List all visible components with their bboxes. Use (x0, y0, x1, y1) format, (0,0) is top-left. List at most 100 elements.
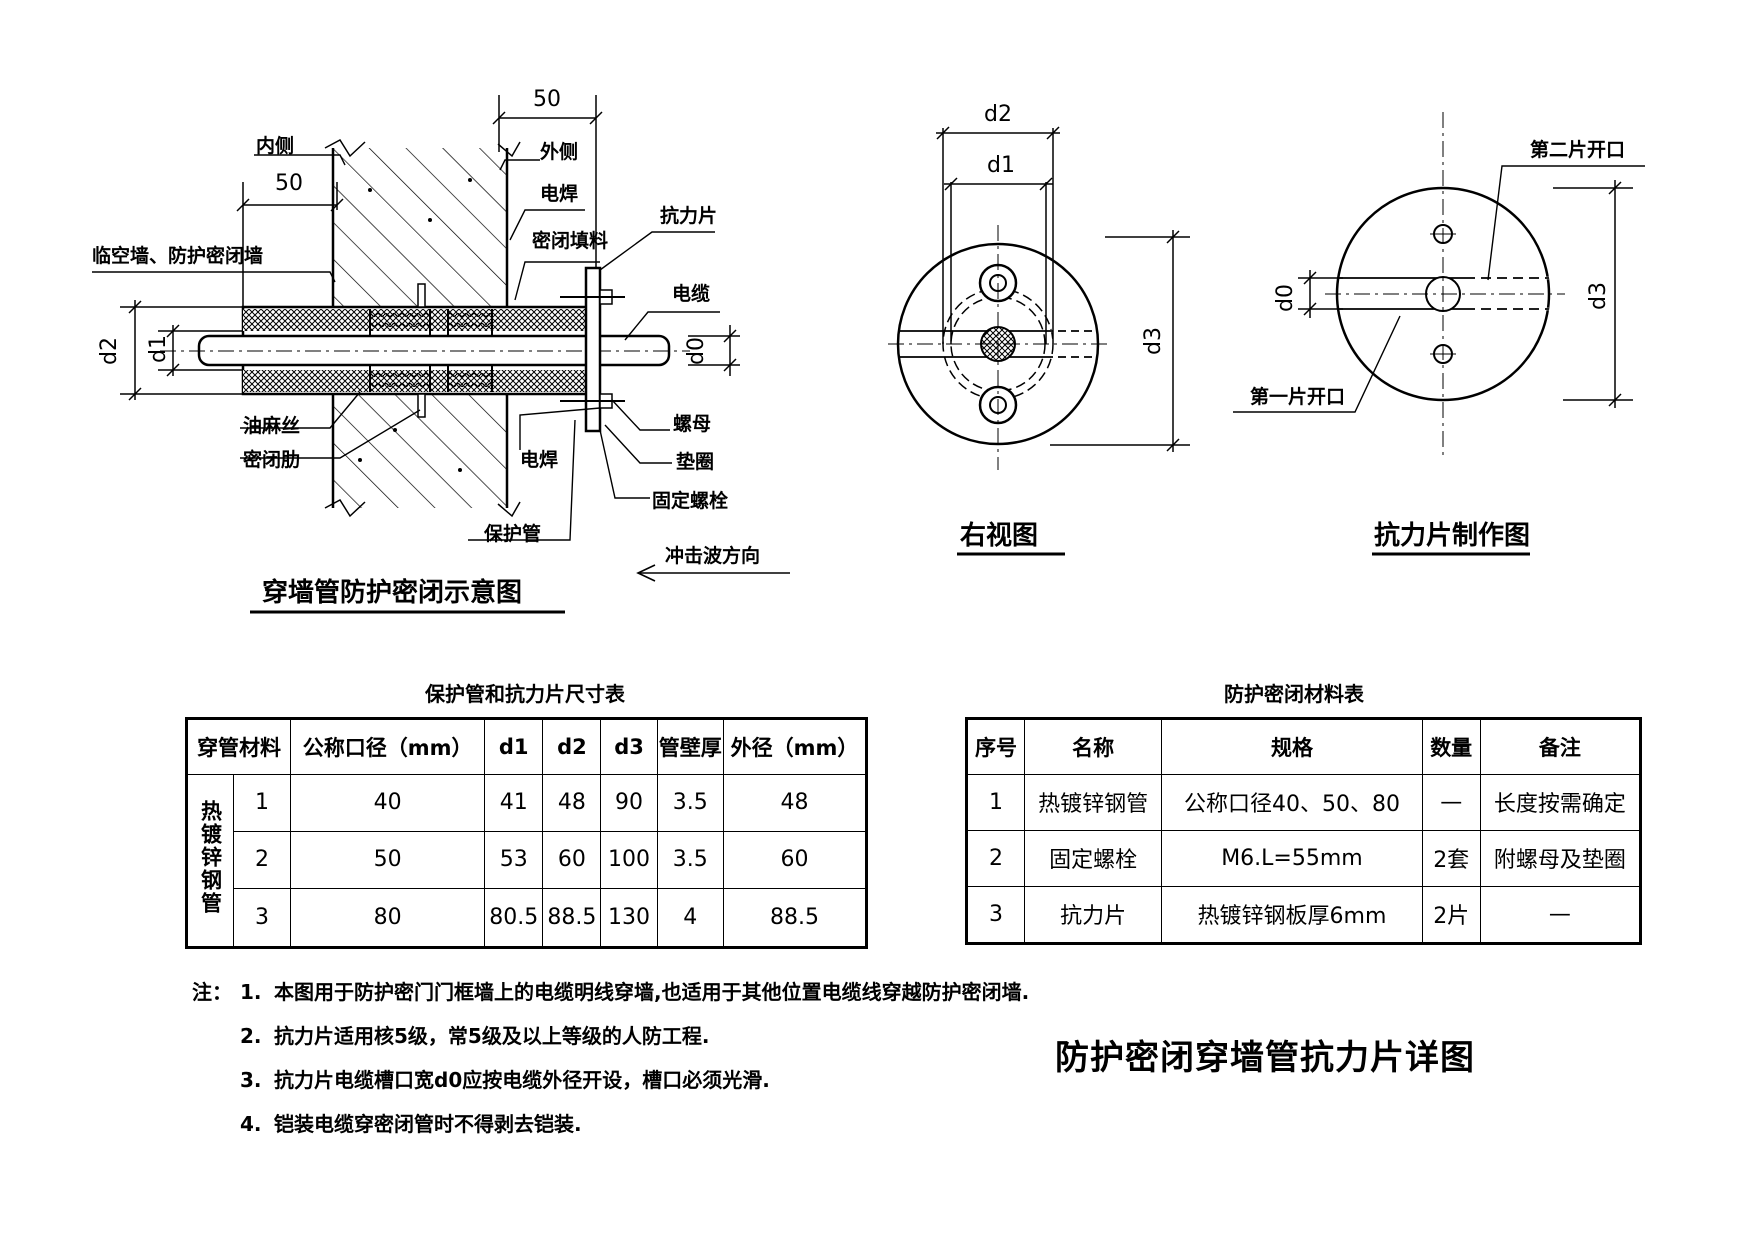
side-view: d2 d1 d3 右视图 (888, 102, 1190, 556)
label-weld-bottom: 电焊 (520, 448, 558, 471)
material-cell: 热镀锌钢管 (186, 774, 234, 948)
cell-qty: 2套 (1421, 829, 1481, 887)
leaders-section (92, 154, 720, 541)
notes-prefix: 注： (192, 980, 232, 1004)
note-number: 1. (240, 980, 262, 1004)
note-item: 注： 1. 本图用于防护密门门框墙上的电缆明线穿墙,也适用于其他位置电缆线穿越防… (192, 970, 1029, 1014)
section-title: 穿墙管防护密闭示意图 (262, 577, 522, 608)
cell-d1: 53 (484, 830, 544, 889)
note-item: 2. 抗力片适用核5级，常5级及以上等级的人防工程. (192, 1014, 1029, 1058)
header-nominal-dia: 公称口径（mm） (290, 718, 486, 775)
leader-first-opening (1233, 315, 1401, 413)
table-row: 2 固定螺栓 M6.L=55mm 2套 附螺母及垫圈 (965, 829, 1642, 887)
label-resistance-plate: 抗力片 (660, 204, 717, 227)
row-number: 3 (965, 885, 1026, 945)
label-weld-top: 电焊 (540, 182, 578, 205)
cell-wall: 3.5 (656, 774, 724, 832)
cell-spec: M6.L=55mm (1161, 829, 1423, 887)
dim-d3-plate: d3 (1586, 282, 1611, 310)
dimensions-plate (1298, 180, 1633, 408)
plate-view-title: 抗力片制作图 (1374, 520, 1530, 551)
plate-view: 第二片开口 第一片开口 d0 d3 抗力片制作图 (1233, 112, 1645, 556)
cell-d2: 48 (542, 774, 602, 832)
cell-d2: 88.5 (542, 887, 602, 949)
label-oakum: 油麻丝 (243, 414, 300, 437)
label-first-opening: 第一片开口 (1250, 385, 1345, 408)
table-row: 1 热镀锌钢管 公称口径40、50、80 — 长度按需确定 (965, 774, 1642, 831)
cell-d1: 80.5 (484, 887, 544, 949)
cell-spec: 公称口径40、50、80 (1161, 774, 1423, 831)
row-number: 2 (232, 830, 292, 889)
table-row: 3 80 80.5 88.5 130 4 88.5 (187, 887, 868, 949)
cell-qty: — (1421, 774, 1481, 831)
cell-name: 抗力片 (1024, 885, 1163, 945)
note-number: 4. (240, 1112, 262, 1136)
cell-wall: 4 (656, 887, 724, 949)
label-seal-fill: 密闭填料 (532, 229, 608, 252)
header-d2: d2 (542, 718, 602, 775)
header-d1: d1 (484, 718, 544, 775)
header-seq: 序号 (965, 718, 1026, 775)
header-remark: 备注 (1479, 718, 1642, 775)
material-name: 热镀锌钢管 (198, 800, 223, 915)
row-number: 1 (232, 774, 292, 832)
label-cable: 电缆 (672, 282, 710, 305)
label-outer: 外侧 (540, 140, 578, 163)
cell-wall: 3.5 (656, 830, 724, 889)
size-table: 穿管材料 公称口径（mm） d1 d2 d3 管壁厚 外径（mm） 热镀锌钢管 … (185, 717, 868, 949)
cell-outer-dia: 88.5 (722, 887, 868, 949)
label-inner: 内侧 (256, 134, 294, 157)
cell-d3: 90 (600, 774, 658, 832)
cell-d3: 100 (600, 830, 658, 889)
cell-name: 固定螺栓 (1024, 829, 1163, 887)
cell-spec: 热镀锌钢板厚6mm (1161, 885, 1423, 945)
material-table-title: 防护密闭材料表 (1224, 682, 1364, 706)
row-number: 2 (965, 829, 1026, 887)
dim-d0-plate: d0 (1273, 284, 1298, 312)
dim-left-50: 50 (275, 171, 303, 196)
note-item: 4. 铠装电缆穿密闭管时不得剥去铠装. (192, 1102, 1029, 1146)
dimensions-section (120, 95, 740, 401)
header-outer-dia: 外径（mm） (722, 718, 868, 775)
header-qty: 数量 (1421, 718, 1481, 775)
dim-d0-section: d0 (684, 337, 709, 365)
note-number: 2. (240, 1024, 262, 1048)
cell-remark: 附螺母及垫圈 (1479, 829, 1642, 887)
note-text: 抗力片电缆槽口宽d0应按电缆外径开设，槽口必须光滑. (274, 1068, 770, 1092)
notes: 注： 1. 本图用于防护密门门框墙上的电缆明线穿墙,也适用于其他位置电缆线穿越防… (192, 970, 1029, 1146)
side-view-title: 右视图 (960, 521, 1038, 551)
cell-d1: 41 (484, 774, 544, 832)
row-number: 1 (965, 774, 1026, 831)
row-number: 3 (232, 887, 292, 949)
dim-d1-section: d1 (146, 335, 171, 363)
dim-top-50: 50 (533, 87, 561, 112)
material-table: 序号 名称 规格 数量 备注 1 热镀锌钢管 公称口径40、50、80 — 长度… (965, 717, 1642, 945)
label-blast-direction: 冲击波方向 (665, 544, 760, 567)
cell-d3: 130 (600, 887, 658, 949)
cell-remark: — (1479, 885, 1642, 945)
dim-d2-section: d2 (97, 337, 122, 365)
cell-qty: 2片 (1421, 885, 1481, 945)
cell-nominal-dia: 50 (290, 830, 486, 889)
table-row: 2 50 53 60 100 3.5 60 (187, 830, 868, 889)
label-washer: 垫圈 (676, 451, 714, 473)
cell-nominal-dia: 80 (290, 887, 486, 949)
cell-nominal-dia: 40 (290, 774, 486, 832)
note-text: 抗力片适用核5级，常5级及以上等级的人防工程. (274, 1024, 710, 1048)
header-wall-thickness: 管壁厚 (656, 718, 724, 775)
header-material: 穿管材料 (185, 718, 292, 775)
label-sleeve: 保护管 (483, 522, 541, 545)
label-bolt: 固定螺栓 (652, 489, 728, 512)
dimensions-side (936, 126, 1190, 452)
dim-d1-side: d1 (987, 153, 1015, 178)
material-table-header: 序号 名称 规格 数量 备注 (965, 718, 1642, 775)
leader-second-opening (1487, 165, 1645, 281)
dim-d2-side: d2 (984, 102, 1012, 127)
header-d3: d3 (600, 718, 658, 775)
note-text: 本图用于防护密门门框墙上的电缆明线穿墙,也适用于其他位置电缆线穿越防护密闭墙. (274, 980, 1030, 1004)
note-item: 3. 抗力片电缆槽口宽d0应按电缆外径开设，槽口必须光滑. (192, 1058, 1029, 1102)
section-view: 50 50 d2 d1 d0 内侧 外侧 电焊 抗力片 密闭填料 临空 (92, 87, 790, 614)
resistance-plate (560, 266, 625, 433)
size-table-title: 保护管和抗力片尺寸表 (425, 682, 625, 706)
